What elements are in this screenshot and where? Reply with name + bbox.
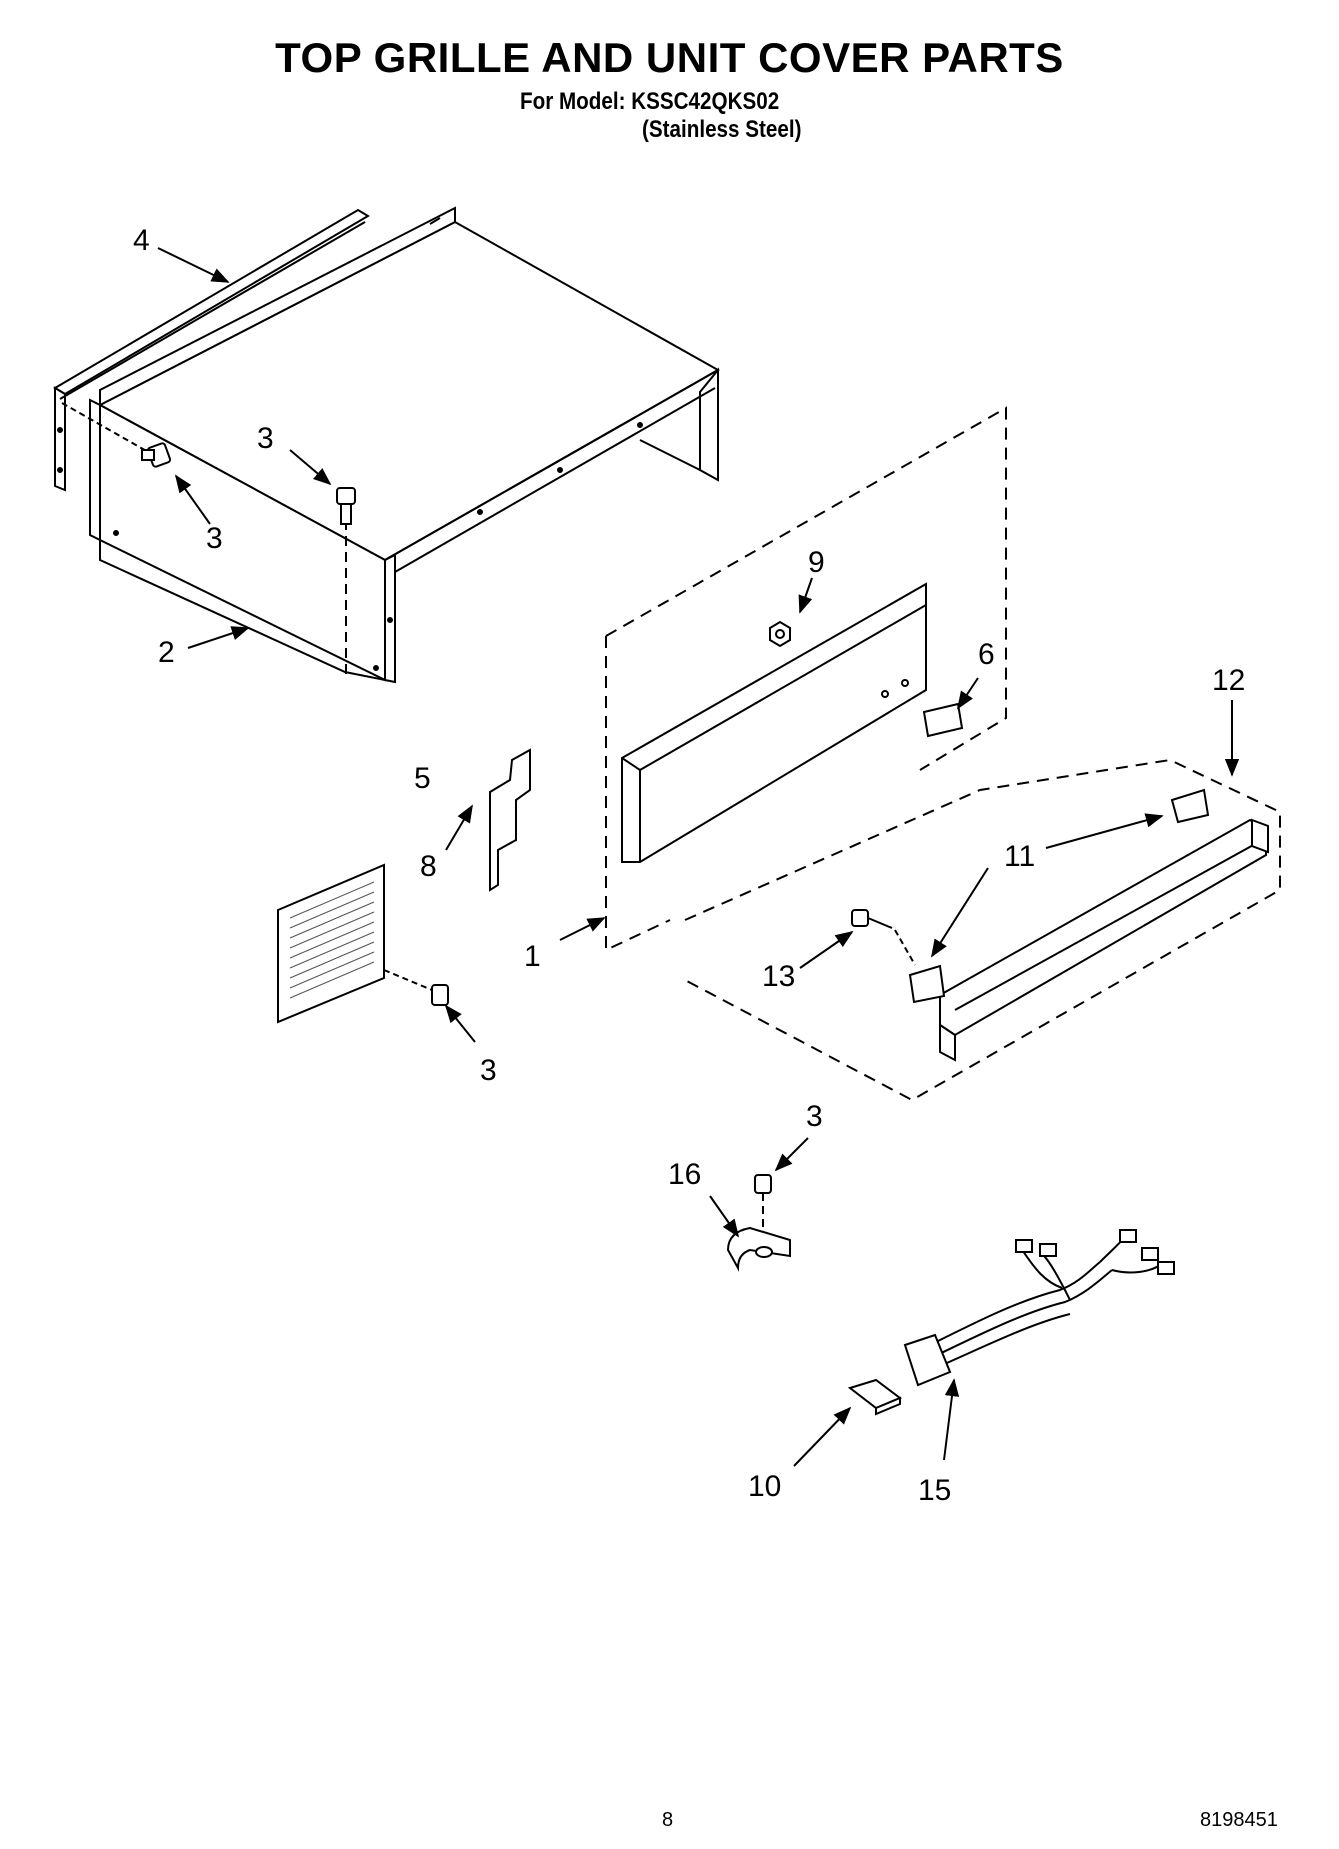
screw-icon <box>61 402 356 675</box>
grille-assembly-outline <box>605 406 1007 952</box>
page-number: 8 <box>662 1809 674 1831</box>
callout-8: 8 <box>420 850 437 883</box>
grille-screen <box>277 863 449 1024</box>
callout-15: 15 <box>918 1474 951 1507</box>
unit-cover-part <box>53 206 721 684</box>
callout-12: 12 <box>1212 664 1245 697</box>
callout-3-screen: 3 <box>480 1054 497 1087</box>
trim-assembly-outline <box>684 758 1281 1102</box>
callout-2: 2 <box>158 636 175 669</box>
shield-part <box>489 748 531 892</box>
clamp-part <box>726 1174 791 1272</box>
leader-lines <box>157 247 1240 1467</box>
callout-6: 6 <box>978 638 995 671</box>
page-title: TOP GRILLE AND UNIT COVER PARTS <box>275 34 1064 81</box>
callout-3-cover-side: 3 <box>206 522 223 555</box>
model-line: For Model: KSSC42QKS02 <box>520 88 780 115</box>
trim-strip <box>851 788 1269 1062</box>
callout-4: 4 <box>133 224 150 257</box>
callout-3-clamp: 3 <box>806 1100 823 1133</box>
callout-10: 10 <box>748 1470 781 1503</box>
callout-13: 13 <box>762 960 795 993</box>
callout-3-cover-top: 3 <box>257 422 274 455</box>
connector-part <box>847 1378 902 1416</box>
finish-line: (Stainless Steel) <box>642 116 802 143</box>
grille-panel <box>621 582 964 863</box>
document-number: 8198451 <box>1200 1809 1278 1831</box>
callout-9: 9 <box>808 546 825 579</box>
callout-11: 11 <box>1004 840 1035 873</box>
callout-1: 1 <box>524 940 541 973</box>
callout-16: 16 <box>668 1158 701 1191</box>
wiring-harness <box>903 1229 1175 1387</box>
callout-5: 5 <box>414 762 431 795</box>
